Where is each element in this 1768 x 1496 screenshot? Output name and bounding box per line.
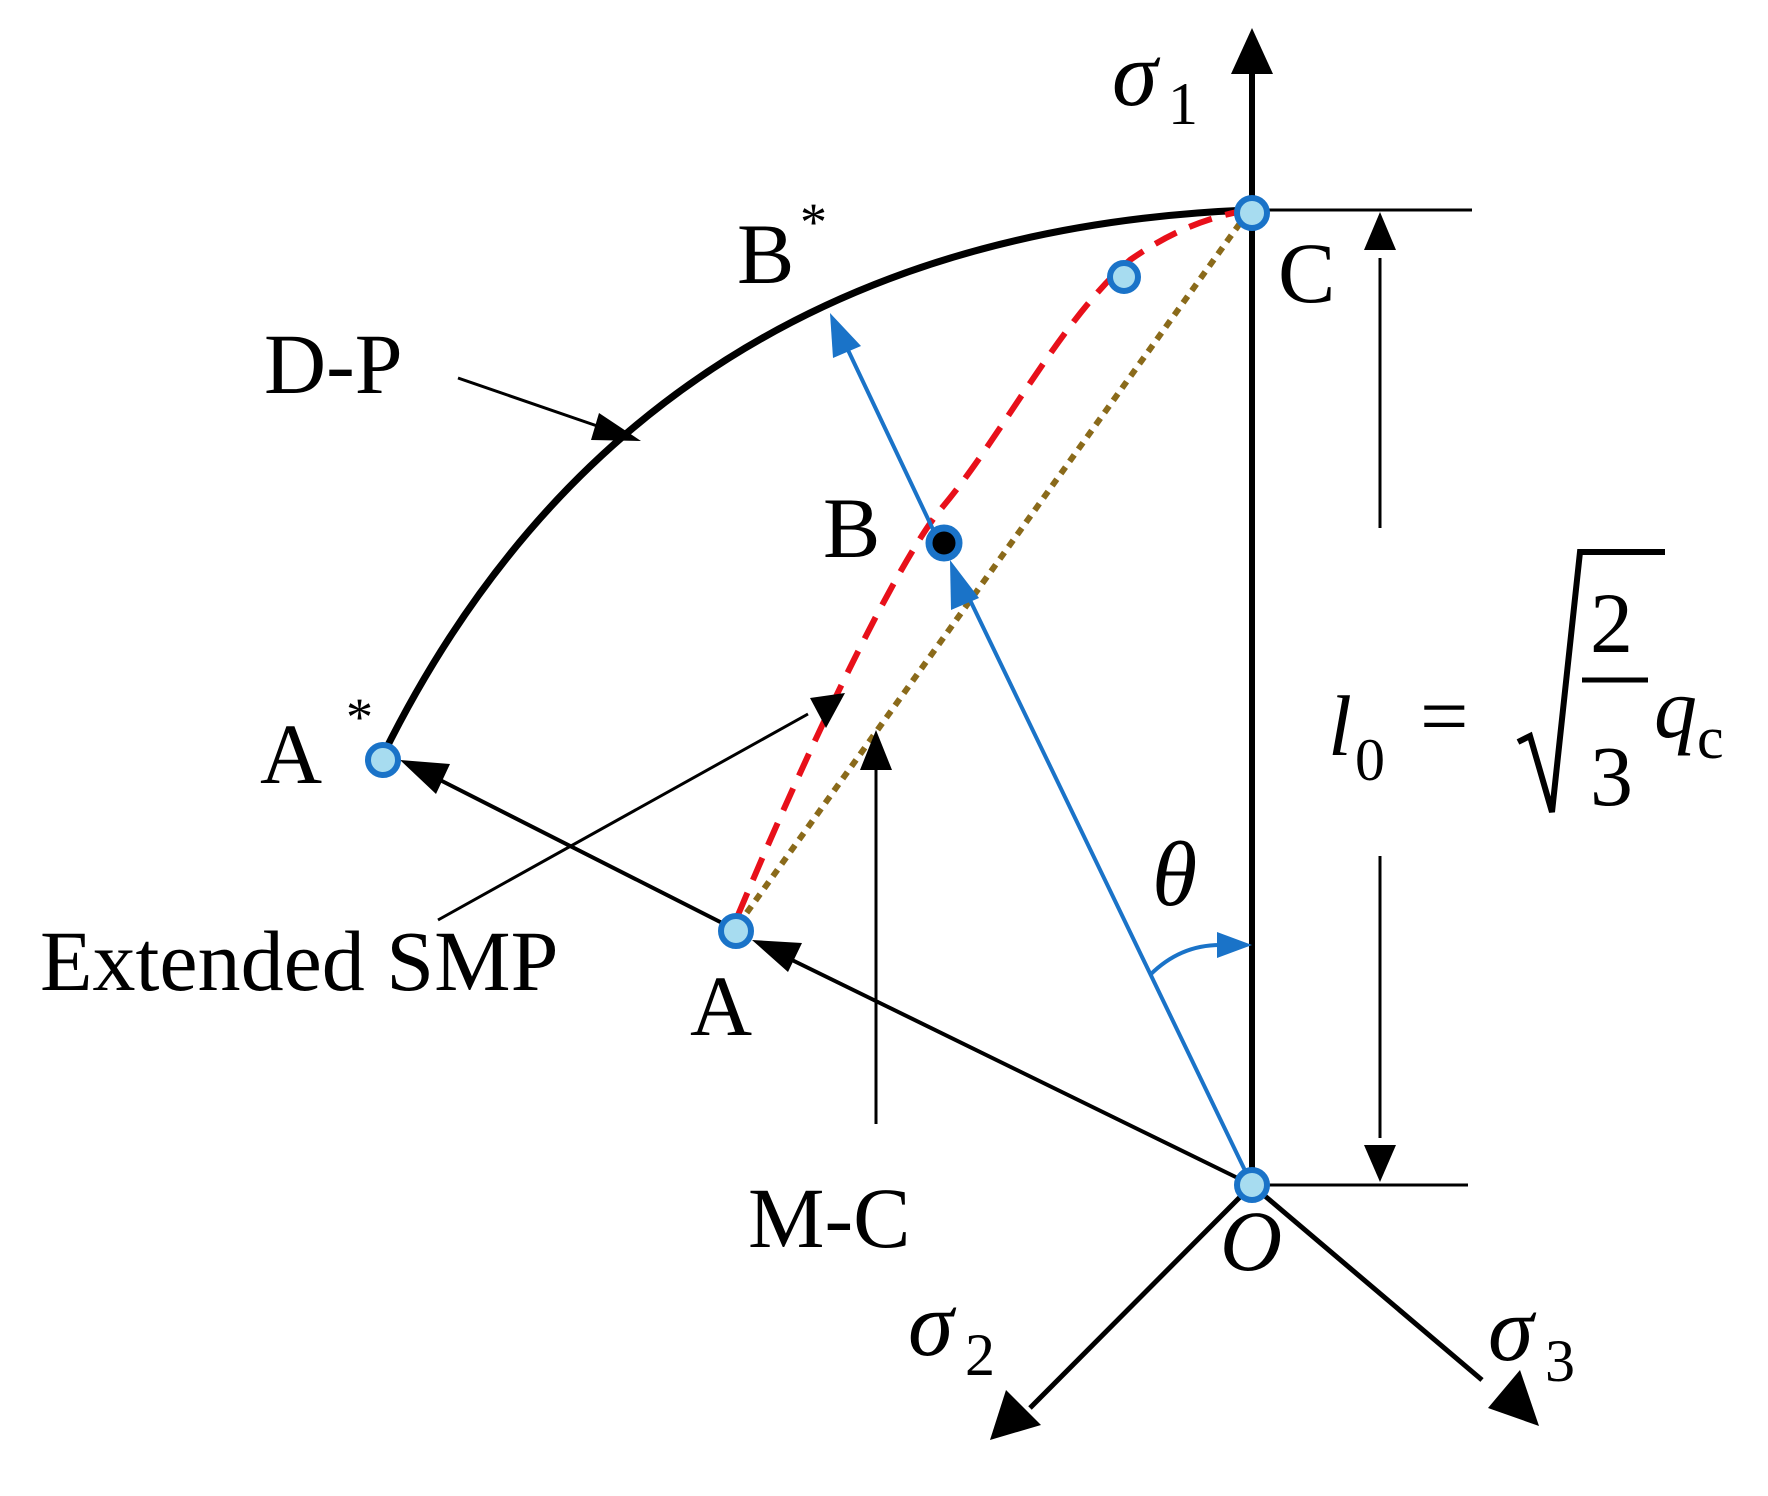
point-c-label: C [1278,225,1335,321]
sigma3-label: σ [1488,1278,1537,1380]
point-a-label: A [690,958,752,1054]
theta-angle-arc [1148,932,1252,977]
square-root-sign [1516,549,1665,813]
dp-curve [379,206,1249,757]
mc-label: M-C [748,1170,910,1266]
sigma1-subscript: 1 [1168,71,1198,137]
vector-oa [752,940,1253,1187]
sigma3-subscript: 3 [1545,1328,1575,1394]
l0-formula: l 0 = 2 3 q c [1328,549,1724,824]
sigma2-label: σ [908,1273,957,1375]
point-a-star-label: A [260,706,322,802]
formula-fraction-denominator: 3 [1590,728,1633,824]
formula-lhs-sub: 0 [1355,727,1385,793]
point-a-star-marker [365,742,401,778]
vector-ob [950,560,1254,1186]
point-b-star-label: B [737,206,794,302]
dp-label: D-P [264,316,403,412]
sigma1-label: σ [1112,23,1161,125]
point-intermediate-marker [1107,260,1141,294]
extended-smp-curve [735,207,1249,917]
point-c-marker [1234,195,1270,231]
dp-leader [457,376,641,441]
sigma2-axis [990,1183,1254,1440]
formula-equals: = [1420,668,1469,764]
smp-label: Extended SMP [40,913,558,1009]
point-b-label: B [823,480,880,576]
sigma1-axis [1231,28,1273,1185]
mc-line [735,210,1251,927]
formula-rhs-var: q [1654,660,1697,756]
vector-b-bstar [830,313,940,541]
formula-rhs-sub: c [1697,705,1724,771]
l0-dimension-arrow [1364,212,1396,1182]
point-a-marker [718,913,754,949]
point-a-star-superscript: * [346,687,373,747]
sigma3-axis [1250,1183,1539,1426]
point-b-star-superscript: * [800,192,827,252]
origin-label: O [1220,1193,1282,1289]
sigma2-subscript: 2 [965,1322,995,1388]
point-b-marker [925,524,963,562]
origin-marker [1234,1167,1270,1203]
theta-label: θ [1152,823,1197,925]
vector-a-astar [400,760,737,932]
formula-fraction-numerator: 2 [1590,575,1633,671]
mc-leader [860,730,892,1124]
formula-lhs-var: l [1328,678,1352,774]
smp-leader [437,693,845,922]
